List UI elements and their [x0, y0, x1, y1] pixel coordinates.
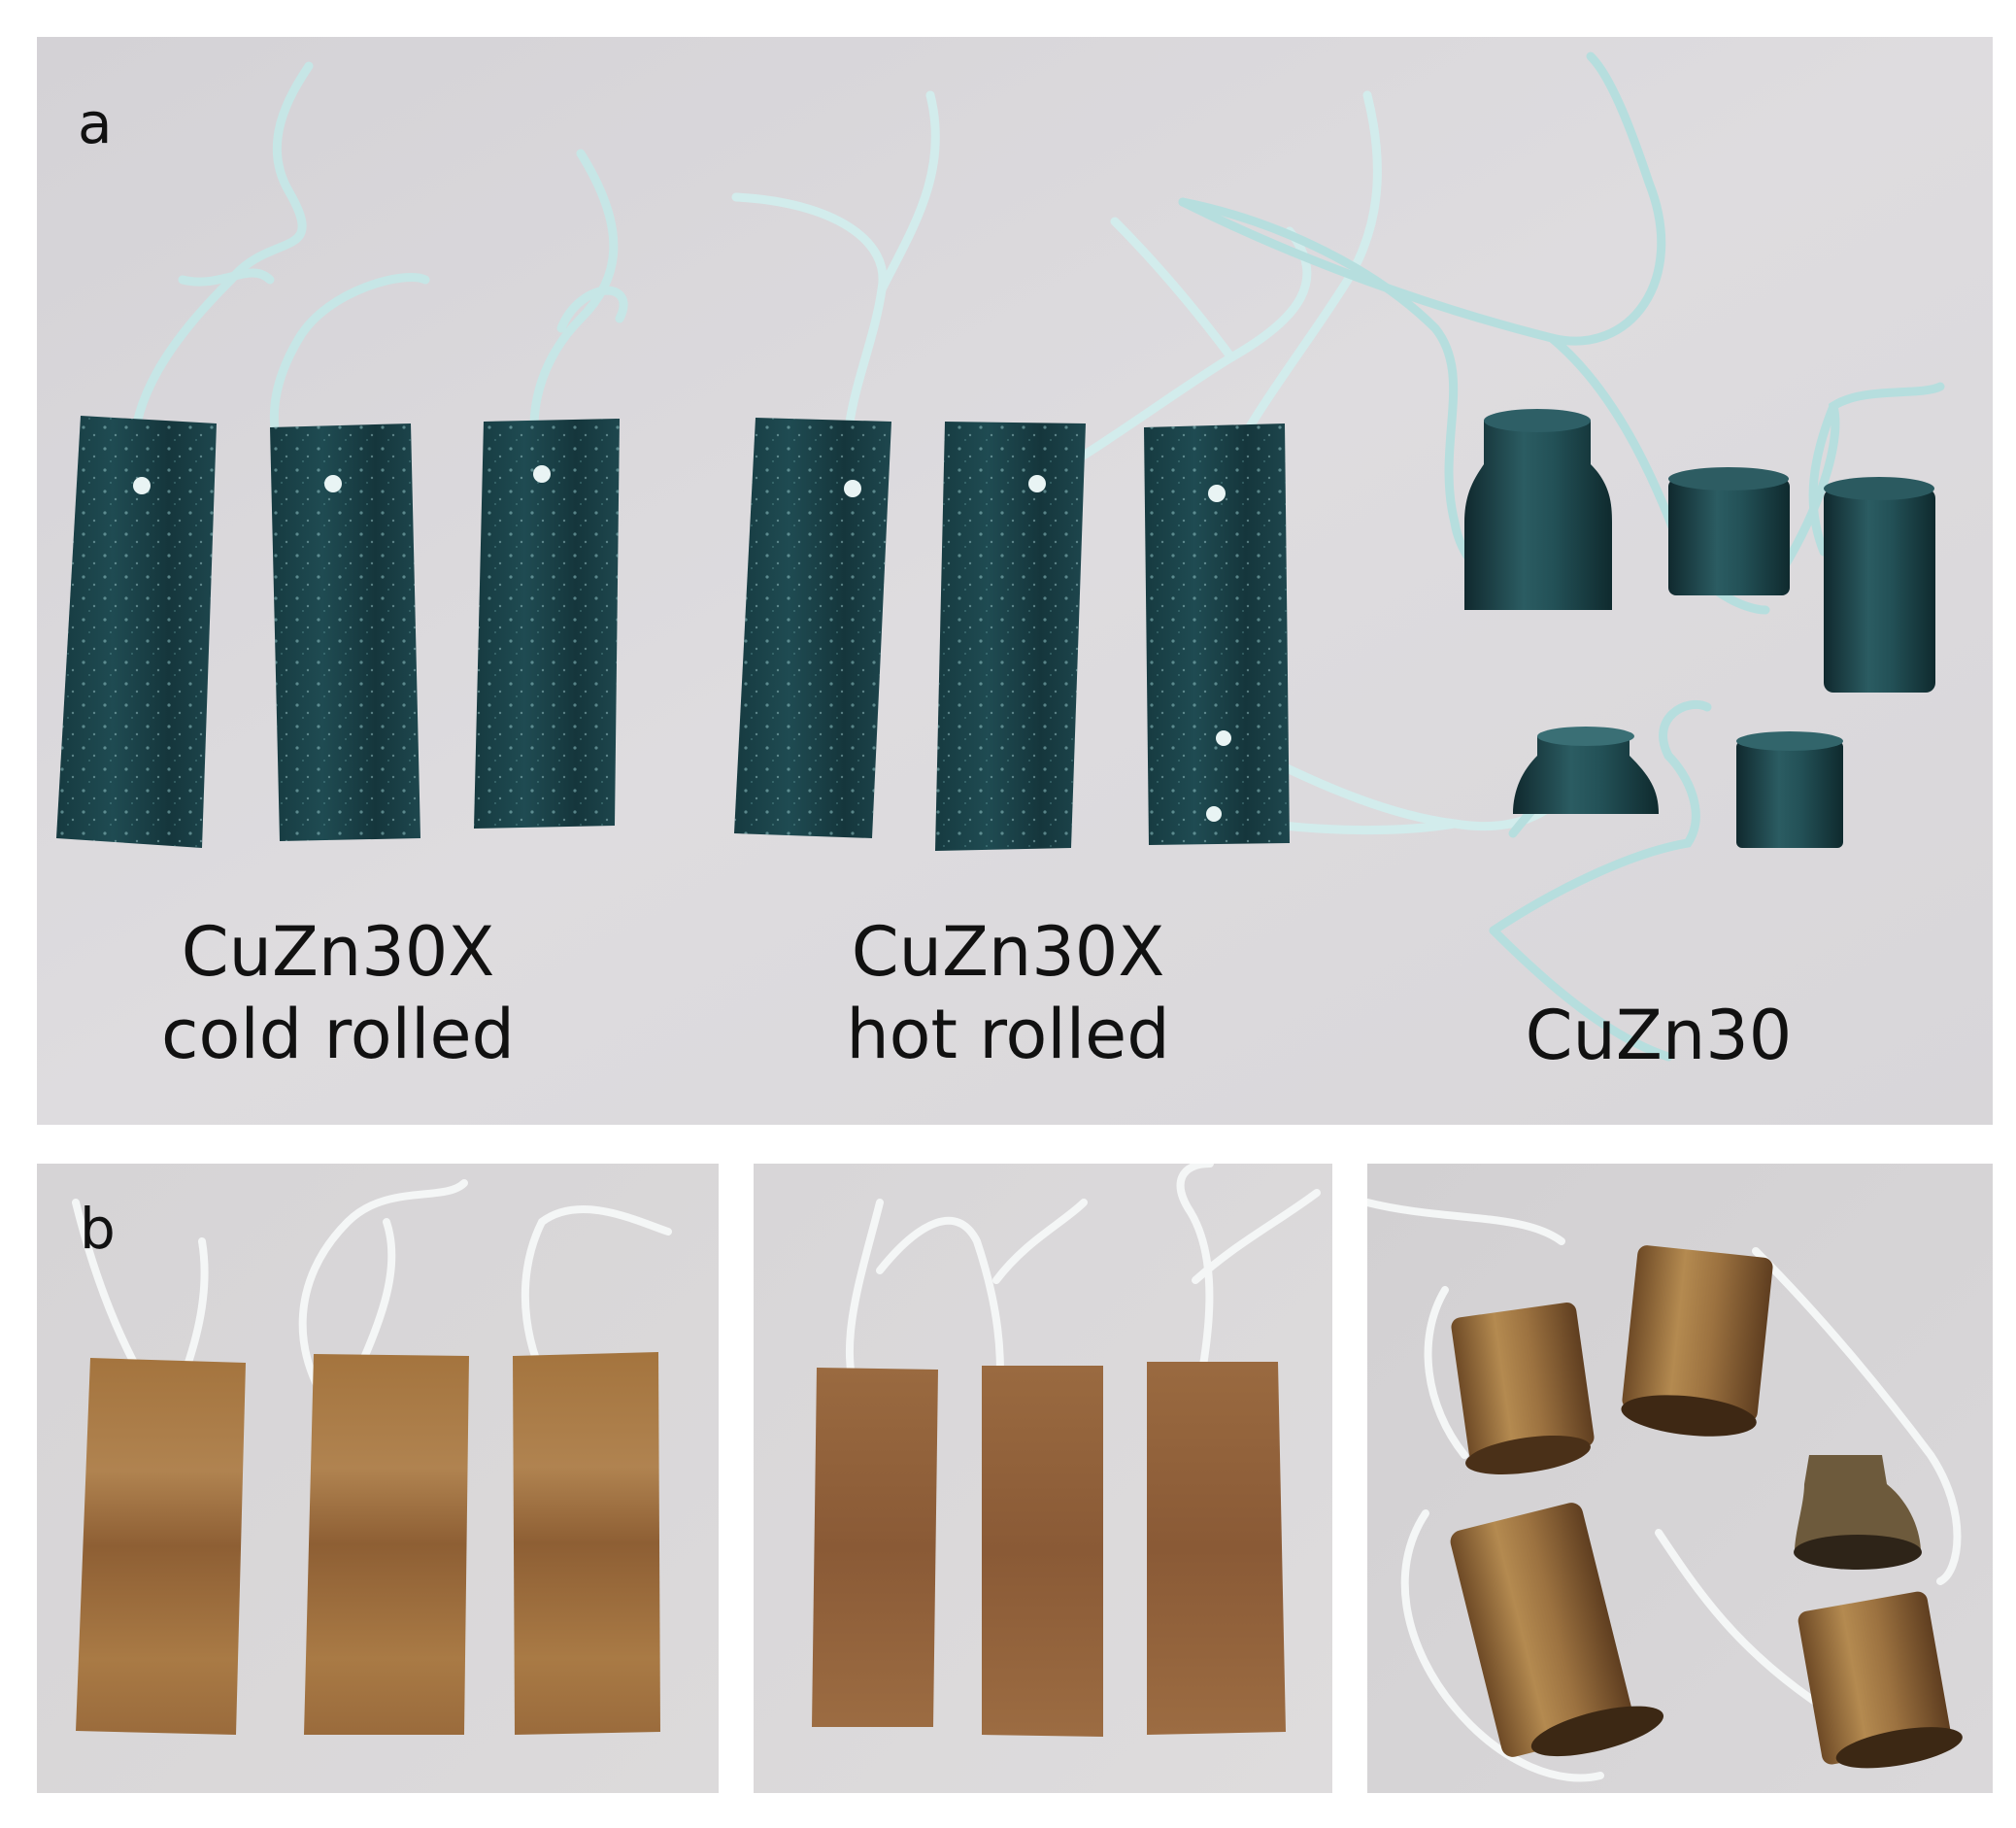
strip-b1-3 — [513, 1352, 660, 1735]
cleaned-cold-rolled-strips-photo — [37, 1164, 719, 1793]
cleaned-cylinders — [1450, 1245, 1963, 1769]
caption-cuzn30-line1: CuZn30 — [1525, 996, 1793, 1075]
caption-cold-rolled-line1: CuZn30X — [181, 912, 495, 992]
caption-hot-rolled: CuZn30X hot rolled — [785, 911, 1231, 1077]
corroded-cylinders — [1464, 409, 1935, 848]
hot-rolled-strips — [734, 418, 1290, 851]
strip-b2-3 — [1147, 1362, 1286, 1735]
caption-cuzn30: CuZn30 — [1484, 995, 1833, 1077]
strip-b2-2 — [982, 1366, 1103, 1737]
panel-a-label: a — [78, 90, 113, 156]
panel-b-hot-rolled-photo — [754, 1164, 1332, 1793]
panel-a-photo: a CuZn30X cold rolled CuZn30X hot rolled… — [37, 37, 1993, 1125]
panel-b-label: b — [80, 1196, 116, 1262]
strip-b1-1 — [76, 1358, 246, 1735]
caption-hot-rolled-line1: CuZn30X — [851, 912, 1165, 992]
string-knots — [133, 465, 1231, 822]
caption-hot-rolled-line2: hot rolled — [846, 995, 1170, 1075]
caption-cold-rolled: CuZn30X cold rolled — [115, 911, 561, 1077]
corroded-specimens-photo — [37, 37, 1993, 1125]
cleaned-cylinders-photo — [1367, 1164, 1993, 1793]
panel-b-cold-rolled-photo: b — [37, 1164, 719, 1793]
caption-cold-rolled-line2: cold rolled — [161, 995, 515, 1075]
cleaned-hot-rolled-strips-photo — [754, 1164, 1332, 1793]
cold-rolled-strips — [56, 416, 620, 848]
panel-b-cuzn30-photo — [1367, 1164, 1993, 1793]
strip-b2-1 — [812, 1368, 938, 1727]
strip-b1-2 — [304, 1354, 469, 1735]
